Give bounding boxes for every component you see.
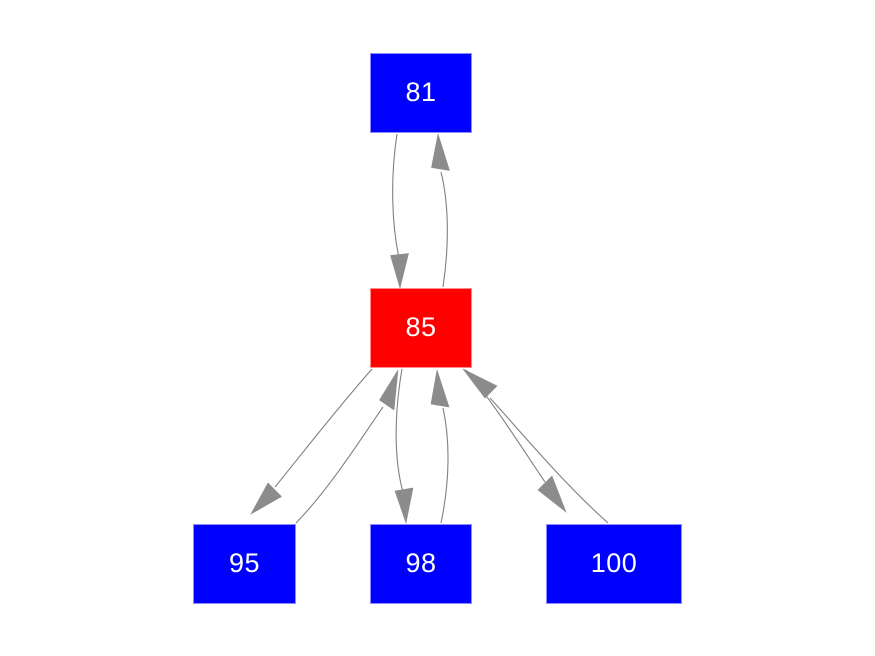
edge-98-to-85[interactable] <box>430 369 450 524</box>
edge-85-to-95-line <box>274 368 373 488</box>
edge-95-to-85-line <box>295 406 384 524</box>
edge-81-to-85[interactable] <box>390 133 409 290</box>
edge-98-to-85-line <box>440 407 449 524</box>
edge-85-to-81[interactable] <box>431 133 450 288</box>
node-label-98: 98 <box>405 547 437 578</box>
edge-85-to-95-arrowhead <box>250 482 282 515</box>
graph-node-81[interactable]: 81 <box>370 53 472 133</box>
edge-95-to-85[interactable] <box>295 369 399 524</box>
node-label-81: 81 <box>405 76 437 107</box>
edge-100-to-85-arrowhead <box>462 368 498 399</box>
edge-100-to-85[interactable] <box>462 368 609 524</box>
edge-85-to-98[interactable] <box>394 368 414 525</box>
edge-81-to-85-line <box>392 133 400 259</box>
node-label-95: 95 <box>228 547 261 578</box>
edge-85-to-81-arrowhead <box>431 133 450 171</box>
node-label-100: 100 <box>590 547 638 578</box>
edge-85-to-98-line <box>395 368 404 493</box>
edge-85-to-98-arrowhead <box>394 487 414 525</box>
edge-100-to-85-line <box>489 397 609 524</box>
node-label-85: 85 <box>405 311 437 342</box>
graph-node-95[interactable]: 95 <box>193 524 296 604</box>
edge-98-to-85-arrowhead <box>430 369 450 408</box>
edge-85-to-95[interactable] <box>250 368 373 515</box>
edge-95-to-85-arrowhead <box>379 369 399 411</box>
edge-81-to-85-arrowhead <box>390 253 409 290</box>
graph-node-85[interactable]: 85 <box>370 288 472 368</box>
edge-85-to-81-line <box>440 171 448 288</box>
edge-85-to-100-arrowhead <box>537 475 567 513</box>
graph-node-98[interactable]: 98 <box>370 524 472 604</box>
graph-node-100[interactable]: 100 <box>546 524 682 604</box>
